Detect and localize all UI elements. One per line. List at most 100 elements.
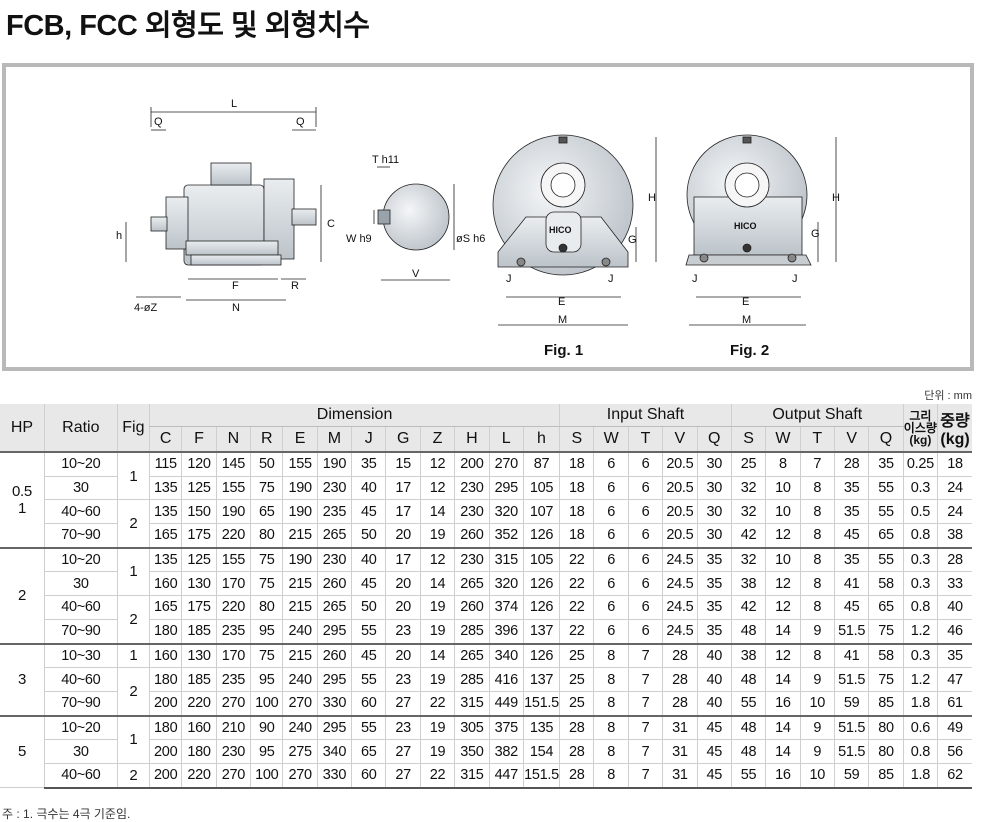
value-cell: 75 [250, 571, 283, 597]
value-cell: 200 [149, 763, 182, 789]
value-cell: 170 [215, 642, 251, 669]
fig-cell: 1 [116, 546, 150, 597]
value-cell: 14 [419, 642, 455, 669]
value-cell: 20 [385, 595, 421, 620]
value-cell: 8 [593, 691, 629, 717]
value-cell: 6 [593, 476, 629, 501]
value-cell: 374 [488, 595, 524, 620]
column-header: G [385, 426, 421, 453]
value-cell: 22 [559, 595, 594, 620]
value-cell: 7 [627, 667, 663, 692]
value-cell: 6 [627, 546, 663, 573]
dim-T: T h11 [372, 154, 399, 166]
value-cell: 126 [522, 642, 560, 669]
value-cell: 19 [419, 714, 455, 741]
fig-cell: 2 [116, 499, 150, 549]
value-cell: 265 [454, 642, 490, 669]
value-cell: 12 [765, 523, 801, 549]
value-cell: 40 [351, 476, 386, 501]
value-cell: 25 [559, 691, 594, 717]
value-cell: 330 [316, 691, 352, 717]
value-cell: 7 [627, 739, 663, 764]
value-cell: 18 [559, 476, 594, 501]
front-view-fig1: HICO [492, 134, 634, 276]
value-cell: 46 [937, 619, 972, 645]
column-header: h [522, 426, 560, 453]
value-cell: 6 [627, 523, 663, 549]
fig-cell: 2 [116, 763, 150, 789]
value-cell: 155 [282, 450, 318, 477]
value-cell: 65 [868, 595, 904, 620]
value-cell: 60 [351, 763, 386, 789]
value-cell: 20.5 [662, 476, 698, 501]
value-cell: 8 [799, 546, 835, 573]
value-cell: 19 [419, 595, 455, 620]
value-cell: 18 [559, 450, 594, 477]
value-cell: 45 [696, 739, 732, 764]
ratio-cell: 30 [43, 571, 118, 597]
value-cell: 135 [149, 546, 182, 573]
value-cell: 10 [799, 691, 835, 717]
value-cell: 135 [149, 476, 182, 501]
value-cell: 260 [316, 642, 352, 669]
value-cell: 58 [868, 571, 904, 597]
value-cell: 447 [488, 763, 524, 789]
column-header: S [559, 426, 594, 453]
ratio-cell: 70~90 [43, 691, 118, 717]
value-cell: 137 [522, 619, 560, 645]
value-cell: 8 [799, 595, 835, 620]
value-cell: 265 [454, 571, 490, 597]
value-cell: 45 [351, 571, 386, 597]
value-cell: 416 [488, 667, 524, 692]
value-cell: 56 [937, 739, 972, 764]
value-cell: 215 [282, 595, 318, 620]
ratio-cell: 40~60 [43, 763, 118, 789]
value-cell: 190 [215, 499, 251, 525]
value-cell: 6 [627, 619, 663, 645]
value-cell: 105 [522, 546, 560, 573]
value-cell: 190 [282, 499, 318, 525]
value-cell: 14 [765, 739, 801, 764]
dim-H-fig1: H [648, 192, 656, 204]
dim-J-fig2a: J [692, 273, 698, 285]
value-cell: 38 [730, 642, 766, 669]
value-cell: 10 [765, 476, 801, 501]
column-header: F [181, 426, 217, 453]
value-cell: 49 [937, 714, 972, 741]
value-cell: 60 [351, 691, 386, 717]
value-cell: 24 [937, 499, 972, 525]
value-cell: 6 [627, 571, 663, 597]
value-cell: 235 [215, 667, 251, 692]
value-cell: 55 [351, 667, 386, 692]
value-cell: 65 [351, 739, 386, 764]
value-cell: 270 [215, 691, 251, 717]
value-cell: 396 [488, 619, 524, 645]
value-cell: 25 [559, 667, 594, 692]
dim-J-fig1a: J [506, 273, 512, 285]
value-cell: 20 [385, 523, 421, 549]
value-cell: 61 [937, 691, 972, 717]
value-cell: 135 [522, 714, 560, 741]
value-cell: 200 [454, 450, 490, 477]
value-cell: 8 [799, 642, 835, 669]
value-cell: 375 [488, 714, 524, 741]
value-cell: 230 [316, 476, 352, 501]
value-cell: 14 [765, 714, 801, 741]
value-cell: 9 [799, 714, 835, 741]
side-view [150, 162, 317, 266]
value-cell: 126 [522, 595, 560, 620]
value-cell: 24.5 [662, 546, 698, 573]
value-cell: 6 [593, 523, 629, 549]
value-cell: 51.5 [833, 739, 869, 764]
value-cell: 58 [868, 642, 904, 669]
value-cell: 35 [696, 546, 732, 573]
value-cell: 130 [181, 642, 217, 669]
value-cell: 160 [149, 642, 182, 669]
footnote: 주 : 1. 극수는 4극 기준임. [2, 807, 131, 821]
header-weight: 중량(kg) [937, 404, 972, 453]
value-cell: 30 [696, 523, 732, 549]
value-cell: 100 [250, 691, 283, 717]
value-cell: 40 [696, 691, 732, 717]
